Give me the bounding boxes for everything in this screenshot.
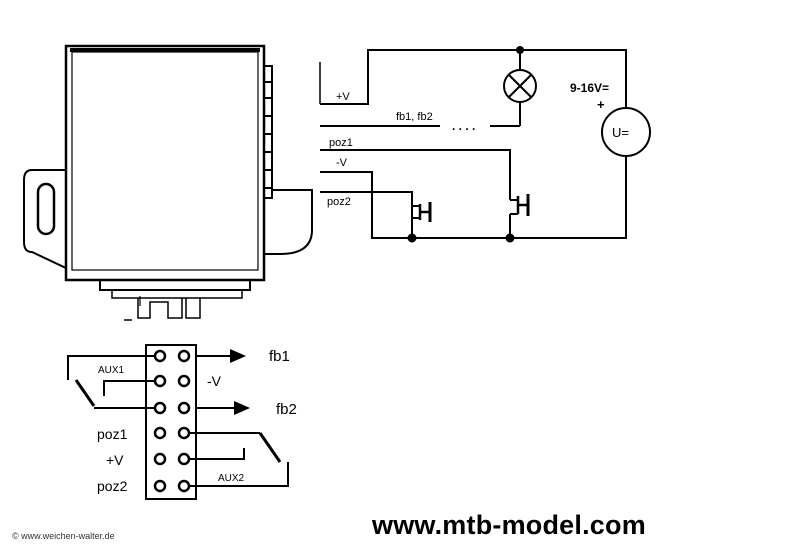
copyright-credit: © www.weichen-walter.de: [12, 531, 115, 541]
plus-v-wire-label: +V: [336, 91, 350, 103]
aux1-wiring: [67, 355, 155, 409]
poz1-pin-label: poz1: [97, 426, 128, 442]
connector-block: [145, 344, 197, 500]
aux2-wiring: [189, 432, 289, 487]
website-url: www.mtb-model.com: [372, 510, 646, 540]
supply-voltage-label: 9-16V=: [570, 81, 609, 95]
lamp-symbol: [503, 69, 537, 103]
voltage-source-symbol: [601, 107, 651, 157]
circuit-wires: [319, 49, 627, 239]
fb1-arrow: [196, 349, 246, 363]
fb2-arrow: [196, 401, 250, 415]
poz1-wire-label: poz1: [329, 137, 353, 149]
aux2-label: AUX2: [218, 473, 245, 484]
meter-label: U=: [612, 125, 629, 140]
plus-v-pin-label: +V: [106, 452, 124, 468]
pushbutton-switch-poz1: [510, 194, 530, 216]
device-drawing: [23, 44, 313, 321]
fb-wire-dots: . . . .: [452, 119, 475, 133]
fb-wire-label: fb1, fb2: [396, 111, 433, 123]
junction-dots: [407, 46, 524, 243]
minus-v-pin-label: -V: [207, 373, 222, 389]
poz2-pin-label: poz2: [97, 478, 128, 494]
pushbutton-switch-poz2: [412, 202, 432, 222]
minus-v-wire-label: -V: [336, 157, 348, 169]
supply-plus-sign: +: [597, 97, 605, 112]
connector-pins: [153, 349, 191, 493]
aux1-label: AUX1: [98, 365, 125, 376]
poz2-wire-label: poz2: [327, 196, 351, 208]
fb1-label: fb1: [269, 348, 290, 365]
fb2-label: fb2: [276, 401, 297, 418]
